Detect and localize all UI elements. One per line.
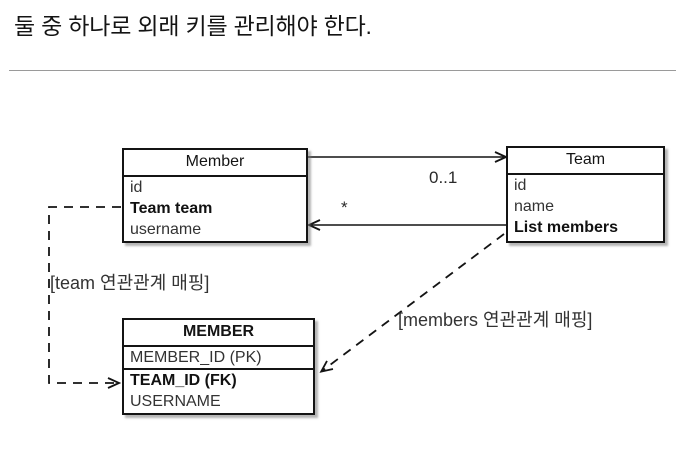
class-field-member-username: username: [130, 221, 202, 238]
class-field-member-team: Team team: [130, 200, 213, 217]
page-title: 둘 중 하나로 외래 키를 관리해야 한다.: [14, 13, 372, 39]
edge-team-mapping: [48, 206, 121, 383]
table-box-member-columns: MEMBER_ID (PK) TEAM_ID (FK) USERNAME: [124, 347, 313, 412]
edge-members-mapping: [322, 233, 505, 371]
class-box-team-fields: id name List members: [508, 175, 663, 238]
table-column-username: USERNAME: [130, 393, 221, 410]
class-box-member-title: Member: [124, 150, 306, 177]
table-column-member-id: MEMBER_ID (PK): [124, 347, 313, 370]
annotation-team-mapping: [team 연관관계 매핑]: [50, 273, 210, 293]
class-box-team-title: Team: [508, 148, 663, 175]
multiplicity-label-team-to-member: *: [341, 198, 348, 217]
table-box-member[interactable]: MEMBER MEMBER_ID (PK) TEAM_ID (FK) USERN…: [122, 318, 315, 415]
class-field-member-id: id: [130, 179, 143, 196]
multiplicity-label-member-to-team: 0..1: [429, 168, 458, 187]
title-divider: [9, 70, 676, 71]
class-field-team-id: id: [514, 177, 527, 194]
annotation-members-mapping: [members 연관관계 매핑]: [398, 310, 593, 330]
class-field-team-members: List members: [514, 219, 619, 236]
class-field-team-name: name: [514, 198, 555, 215]
class-box-member[interactable]: Member id Team team username: [122, 148, 308, 243]
class-box-member-fields: id Team team username: [124, 177, 306, 240]
class-box-team[interactable]: Team id name List members: [506, 146, 665, 243]
table-column-team-id: TEAM_ID (FK): [130, 372, 237, 389]
table-box-member-title: MEMBER: [124, 320, 313, 347]
